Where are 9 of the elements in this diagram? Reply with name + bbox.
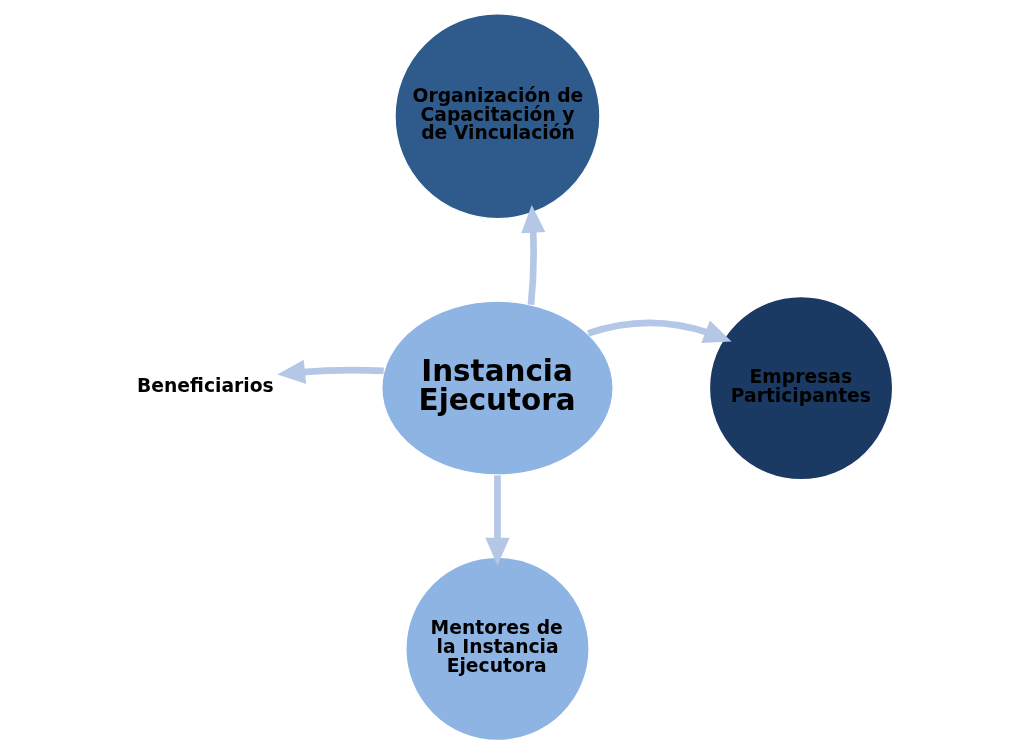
- node-circle: Empresas Participantes: [708, 295, 893, 481]
- node-circle: Mentores de la Instancia Ejecutora: [404, 556, 590, 742]
- arrow: [484, 475, 510, 566]
- arrow: [586, 319, 732, 344]
- node-text: Beneficiarios: [136, 374, 274, 396]
- arrow: [520, 204, 545, 306]
- node-ellipse: Instancia Ejecutora: [380, 300, 614, 476]
- node-circle: Organización de Capacitación y de Vinculación: [393, 13, 601, 220]
- arrow: [276, 359, 384, 384]
